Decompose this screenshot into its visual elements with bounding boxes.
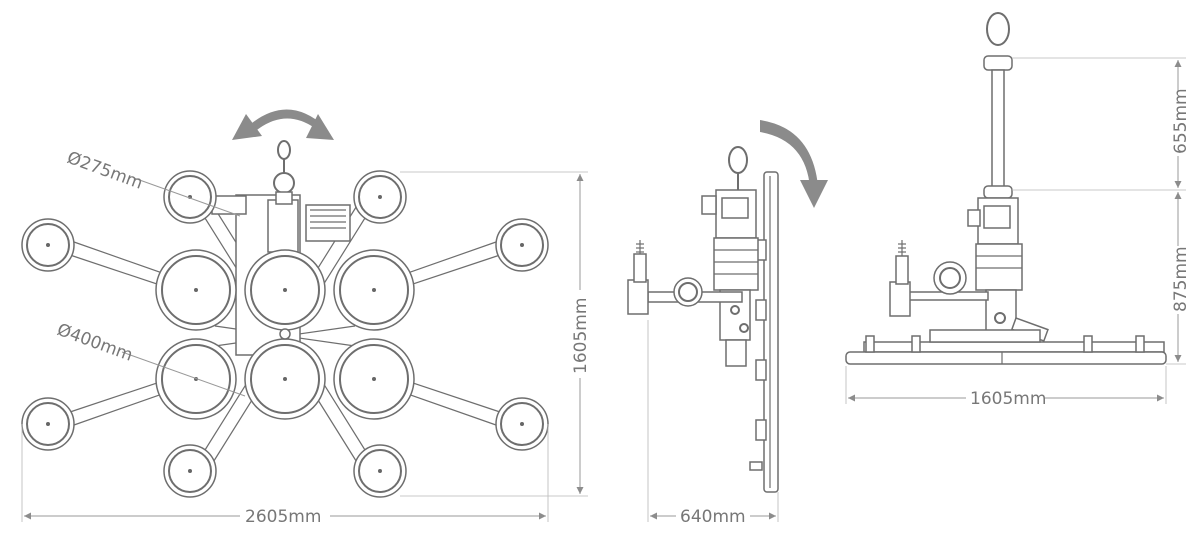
end-body [967,197,1049,342]
side-view: 640mm [627,120,828,527]
end-view: 1605mm 655mm 875mm [845,12,1191,409]
upper-height-dimension-label: 655mm [1171,88,1191,154]
width-dimension-label: 2605mm [245,507,321,527]
depth-dimension-label: 640mm [680,507,746,527]
depth-dimension-line [647,320,779,522]
side-arm [627,240,743,315]
height-dimension-label: 1605mm [571,298,591,374]
large-cups [155,249,415,420]
large-cup-diameter-label: Ø400mm [54,320,135,366]
end-base-frame [845,329,1167,365]
end-width-dimension-label: 1605mm [970,389,1046,409]
front-view: Ø275mm Ø400mm 2605mm 1605mm [21,109,591,527]
small-cup-leader [133,177,241,217]
end-height-dimension-lines [1012,57,1186,365]
small-cups [21,170,549,498]
tilt-arrow-icon [760,120,828,208]
side-suction-plate [763,171,779,493]
large-cup-leader [121,351,246,397]
end-arm [889,240,989,317]
side-lifting-hook [728,146,748,174]
rotate-arrow-icon [232,109,334,140]
side-body [701,189,759,367]
end-lifting-hook [983,12,1013,199]
height-dimension-line [400,171,588,497]
small-cup-diameter-label: Ø275mm [64,148,145,194]
width-dimension-line [21,424,549,522]
end-width-dimension-line [845,366,1167,404]
lower-height-dimension-label: 875mm [1171,246,1191,312]
